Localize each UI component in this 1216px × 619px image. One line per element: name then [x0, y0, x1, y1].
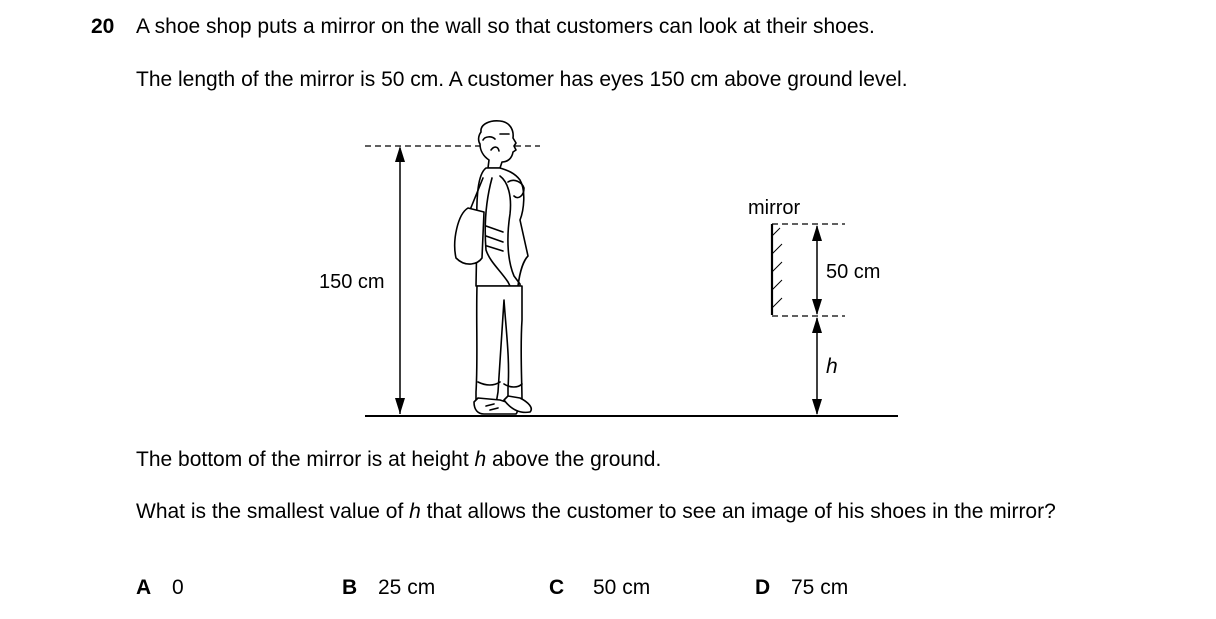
mirror-height-arrow — [812, 317, 822, 415]
option-c-value: 50 cm — [593, 576, 651, 599]
option-b-value: 25 cm — [378, 576, 436, 599]
line3-variable: h — [474, 448, 487, 471]
option-d[interactable]: D 75 cm — [755, 575, 848, 601]
line3-prefix: The bottom of the mirror is at height — [136, 448, 475, 471]
eye-height-label: 150 cm — [319, 271, 385, 293]
option-d-value: 75 cm — [791, 576, 849, 599]
option-d-letter: D — [755, 576, 771, 599]
eye-height-arrow — [395, 146, 405, 414]
option-b-letter: B — [342, 576, 358, 599]
option-b[interactable]: B 25 cm — [342, 575, 435, 601]
line3-suffix: above the ground. — [486, 448, 662, 471]
option-c-letter: C — [549, 576, 565, 599]
option-a-letter: A — [136, 576, 152, 599]
mirror-height-label: h — [826, 355, 838, 378]
line4-prefix: What is the smallest value of — [136, 500, 410, 523]
mirror-wall — [770, 224, 783, 315]
question-mirror-bottom: The bottom of the mirror is at height h … — [136, 447, 661, 473]
mirror-length-label: 50 cm — [826, 261, 880, 283]
question-mirror-length: The length of the mirror is 50 cm. A cus… — [136, 68, 908, 91]
mirror-label: mirror — [748, 197, 801, 219]
option-c[interactable]: C 50 cm — [549, 575, 650, 601]
question-intro: A shoe shop puts a mirror on the wall so… — [136, 15, 875, 38]
customer-figure — [453, 120, 533, 415]
option-a-value: 0 — [172, 576, 184, 599]
line4-suffix: that allows the customer to see an image… — [420, 500, 1056, 523]
line4-variable: h — [409, 500, 421, 523]
question-number: 20 — [91, 15, 115, 38]
question-prompt: What is the smallest value of h that all… — [136, 499, 1125, 525]
mirror-length-arrow — [812, 225, 822, 315]
